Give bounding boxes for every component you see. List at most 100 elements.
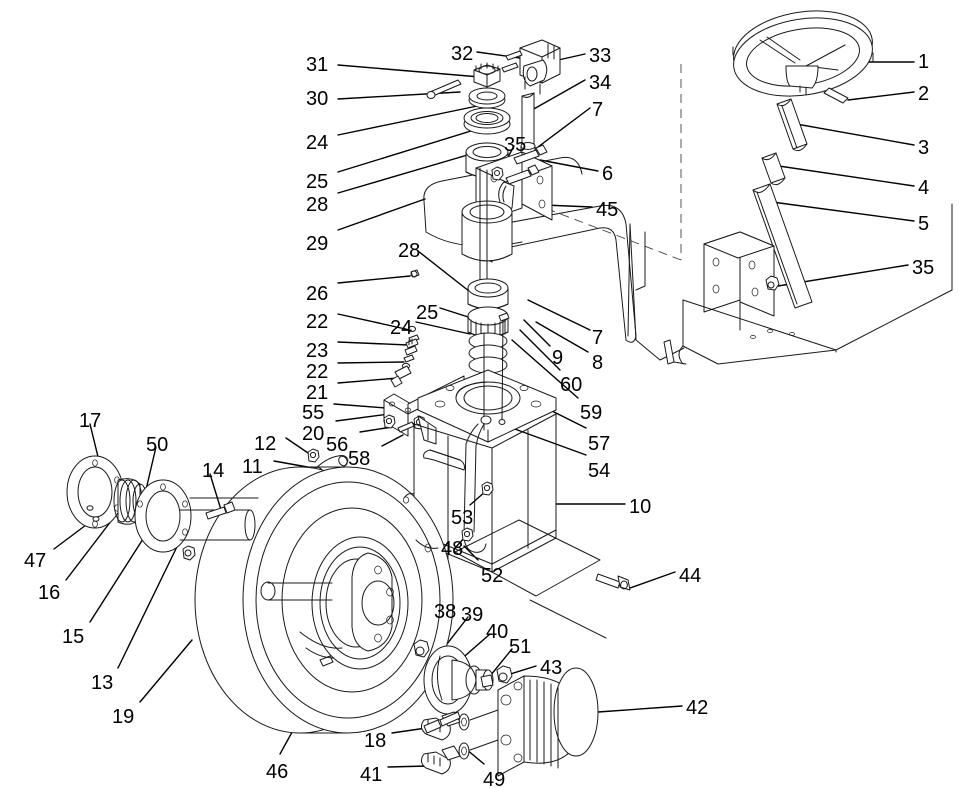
flange-part-15 [134,479,192,553]
housing-accessories [403,493,439,553]
leader-line-59 [511,339,579,399]
wheel-motor-part-42 [497,667,599,777]
leader-line-34 [531,79,586,111]
leader-line-8 [535,321,589,353]
callout-8: 8 [592,352,604,374]
castle-nut-part-31 [473,62,501,88]
callout-7: 7 [592,99,604,121]
callout-24: 24 [306,132,329,154]
leader-line-42 [597,705,683,713]
callout-23: 23 [306,340,329,362]
nut-part-43 [496,665,513,684]
callout-3: 3 [918,137,930,159]
callout-9: 9 [552,347,564,369]
callout-40: 40 [486,621,509,643]
leader-line-12 [285,437,312,456]
callout-35: 35 [504,134,527,156]
callout-38: 38 [434,601,457,623]
callout-43: 43 [540,657,563,679]
callout-35: 35 [912,257,935,279]
roll-pins-part-32 [501,50,523,73]
leader-line-24 [415,321,471,335]
tire-part-19 [194,466,454,734]
callout-46: 46 [266,761,289,783]
callout-32: 32 [451,43,474,65]
callout-14: 14 [202,460,225,482]
bolt-part-14 [205,501,236,520]
leader-line-7 [527,299,591,331]
leader-line-30 [337,91,461,100]
leader-line-28 [417,250,475,296]
leader-line-55 [333,403,387,409]
leader-line-41 [387,765,429,768]
callout-18: 18 [364,730,387,752]
leader-line-22 [337,361,405,364]
screw-part-16 [86,505,94,511]
locknut-part-35-right [765,275,780,291]
nut-part-13 [182,545,196,561]
thrust-bearing-part-25 [463,107,511,135]
callout-13: 13 [91,672,114,694]
leader-line-7 [533,107,591,151]
long-pin-part-59 [498,312,510,425]
callout-4: 4 [918,177,930,199]
leader-line-25 [337,126,485,173]
callout-6: 6 [602,163,614,185]
leader-line-26 [337,275,411,284]
callout-60: 60 [560,374,583,396]
callout-28: 28 [398,240,421,262]
leader-line-28 [337,148,489,194]
callout-26: 26 [306,283,329,305]
upper-steering-shaft-part-3 [776,98,808,152]
callout-42: 42 [686,697,709,719]
leader-line-6 [539,159,599,172]
callout-21: 21 [306,382,329,404]
callout-56: 56 [326,434,349,456]
callout-44: 44 [679,565,702,587]
callout-19: 19 [112,706,135,728]
callout-51: 51 [509,636,532,658]
leader-line-23 [337,341,409,346]
leader-line-9 [523,319,551,347]
bolt-part-21 [390,365,412,388]
callout-57: 57 [588,433,611,455]
leader-line-15 [89,527,151,623]
callout-39: 39 [461,604,484,626]
leader-line-60 [519,329,561,371]
small-fasteners-22-23 [402,325,420,370]
callout-25: 25 [416,302,439,324]
callout-59: 59 [580,402,603,424]
callout-12: 12 [254,433,277,455]
callout-54: 54 [588,460,611,482]
callout-25: 25 [306,171,329,193]
leader-line-14 [209,473,223,514]
base-outline [454,519,607,639]
leader-line-4 [771,164,915,187]
callout-17: 17 [79,410,102,432]
steering-column-tube-part-5 [752,183,813,309]
leader-line-5 [771,201,915,222]
bushing-part-28-lower [467,278,509,310]
callout-24: 24 [390,317,413,339]
column-support-tube [461,167,513,299]
steering-wheel-part-1 [732,10,874,97]
callout-47: 47 [24,550,47,572]
callout-58: 58 [348,448,371,470]
key-part-2 [823,87,849,104]
leader-line-22 [337,313,411,331]
callout-41: 41 [360,764,383,786]
callout-10: 10 [629,496,652,518]
key-part-51 [480,674,494,688]
callout-11: 11 [242,456,263,478]
callout-29: 29 [306,233,329,255]
leader-line-54 [511,427,587,456]
callout-49: 49 [483,769,506,788]
callout-22: 22 [306,311,329,333]
leader-line-29 [337,198,426,231]
leader-line-44 [629,571,676,589]
callout-33: 33 [589,45,612,67]
callout-50: 50 [146,434,169,456]
leader-line-21 [337,377,399,384]
